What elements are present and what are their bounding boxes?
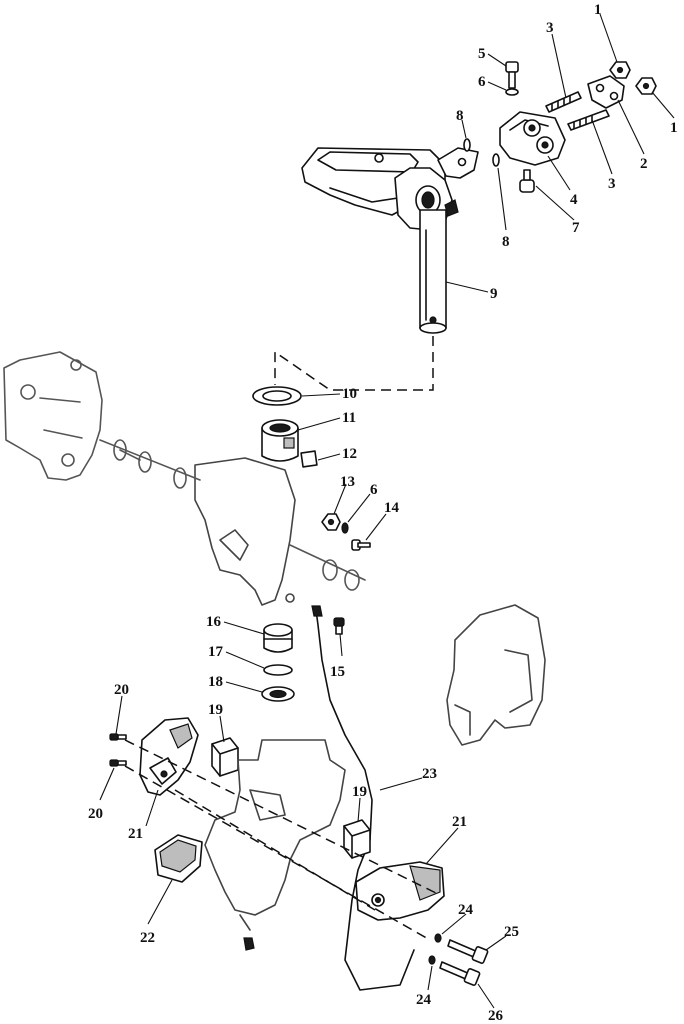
screw-part-20-lower bbox=[109, 759, 127, 767]
washer-part-8-upper bbox=[463, 138, 471, 152]
callout-14: 14 bbox=[384, 500, 400, 516]
pad-part-22 bbox=[154, 834, 203, 883]
washer-part-8-lower bbox=[492, 153, 500, 167]
washer-part-24-lower bbox=[428, 955, 436, 965]
stern-bracket-part-21-left bbox=[139, 717, 199, 796]
callout-18: 18 bbox=[208, 674, 223, 690]
callout-13: 13 bbox=[340, 474, 355, 490]
clamp-bracket bbox=[3, 351, 103, 481]
callout-11: 11 bbox=[342, 410, 356, 426]
bushing-part-16 bbox=[263, 623, 293, 653]
nut-part-13 bbox=[321, 513, 341, 531]
grease-nipple-part-7 bbox=[519, 169, 535, 193]
lower-unit-silhouette bbox=[204, 739, 346, 951]
callout-21-right: 21 bbox=[452, 814, 467, 830]
bolt-part-5 bbox=[505, 61, 519, 89]
leader-lines bbox=[99, 13, 675, 1009]
washer-part-10 bbox=[252, 386, 302, 406]
ground-wire-part-23 bbox=[315, 609, 415, 991]
callout-16: 16 bbox=[206, 614, 222, 630]
swivel-bracket bbox=[99, 439, 366, 606]
callout-8-lower: 8 bbox=[502, 234, 510, 250]
steering-shaft-part-9 bbox=[419, 209, 447, 334]
axis-line-mid bbox=[174, 789, 376, 911]
callout-20-lower: 20 bbox=[88, 806, 103, 822]
callout-7: 7 bbox=[572, 220, 580, 236]
plate-part-12 bbox=[300, 450, 318, 468]
callout-15: 15 bbox=[330, 664, 345, 680]
callout-22: 22 bbox=[140, 930, 155, 946]
callout-6-lower: 6 bbox=[370, 482, 378, 498]
callout-1-top: 1 bbox=[594, 2, 602, 18]
callout-4: 4 bbox=[570, 192, 578, 208]
callout-3-lower: 3 bbox=[608, 176, 616, 192]
callout-24-lower: 24 bbox=[416, 992, 432, 1008]
bushing-part-11 bbox=[261, 419, 299, 462]
damper-part-19-right bbox=[343, 819, 371, 859]
callout-17: 17 bbox=[208, 644, 224, 660]
callout-24-upper: 24 bbox=[458, 902, 474, 918]
callout-5: 5 bbox=[478, 46, 486, 62]
callout-10: 10 bbox=[342, 386, 357, 402]
callout-12: 12 bbox=[342, 446, 357, 462]
screw-part-15 bbox=[333, 617, 345, 635]
callout-labels: 1 1 2 3 3 4 5 6 6 7 8 8 9 10 11 12 13 14… bbox=[88, 2, 678, 1024]
seal-part-18 bbox=[261, 686, 295, 702]
stud-part-3-upper bbox=[545, 91, 582, 113]
callout-20-upper: 20 bbox=[114, 682, 129, 698]
axis-line-lower bbox=[124, 765, 431, 941]
plate-part-2 bbox=[587, 75, 625, 109]
assembly-guide-line bbox=[274, 336, 434, 391]
callout-21-left: 21 bbox=[128, 826, 143, 842]
callout-2: 2 bbox=[640, 156, 648, 172]
callout-8-upper: 8 bbox=[456, 108, 464, 124]
callout-19-left: 19 bbox=[208, 702, 223, 718]
callout-26: 26 bbox=[488, 1008, 504, 1024]
washer-part-6-lower bbox=[341, 522, 349, 534]
o-ring-part-17 bbox=[263, 664, 293, 676]
callout-19-right: 19 bbox=[352, 784, 367, 800]
callout-3-upper: 3 bbox=[546, 20, 554, 36]
axis-line-upper bbox=[124, 739, 441, 896]
callout-6-upper: 6 bbox=[478, 74, 486, 90]
friction-bracket-part-4 bbox=[499, 111, 566, 166]
nut-part-1-top bbox=[609, 61, 631, 79]
cowling-silhouette bbox=[446, 604, 546, 746]
callout-9: 9 bbox=[490, 286, 498, 302]
bolt-part-14 bbox=[351, 539, 371, 551]
nut-part-1-right bbox=[635, 77, 657, 95]
callout-25: 25 bbox=[504, 924, 519, 940]
stud-part-3-lower bbox=[567, 109, 610, 131]
washer-part-6 bbox=[505, 88, 519, 96]
screw-part-20-upper bbox=[109, 733, 127, 741]
bolt-part-26 bbox=[439, 961, 481, 986]
bolt-part-25 bbox=[447, 939, 489, 964]
steering-bracket bbox=[301, 147, 479, 231]
callout-1-right: 1 bbox=[670, 120, 678, 136]
damper-part-19-left bbox=[211, 737, 239, 777]
washer-part-24-upper bbox=[434, 933, 442, 943]
callout-23: 23 bbox=[422, 766, 437, 782]
